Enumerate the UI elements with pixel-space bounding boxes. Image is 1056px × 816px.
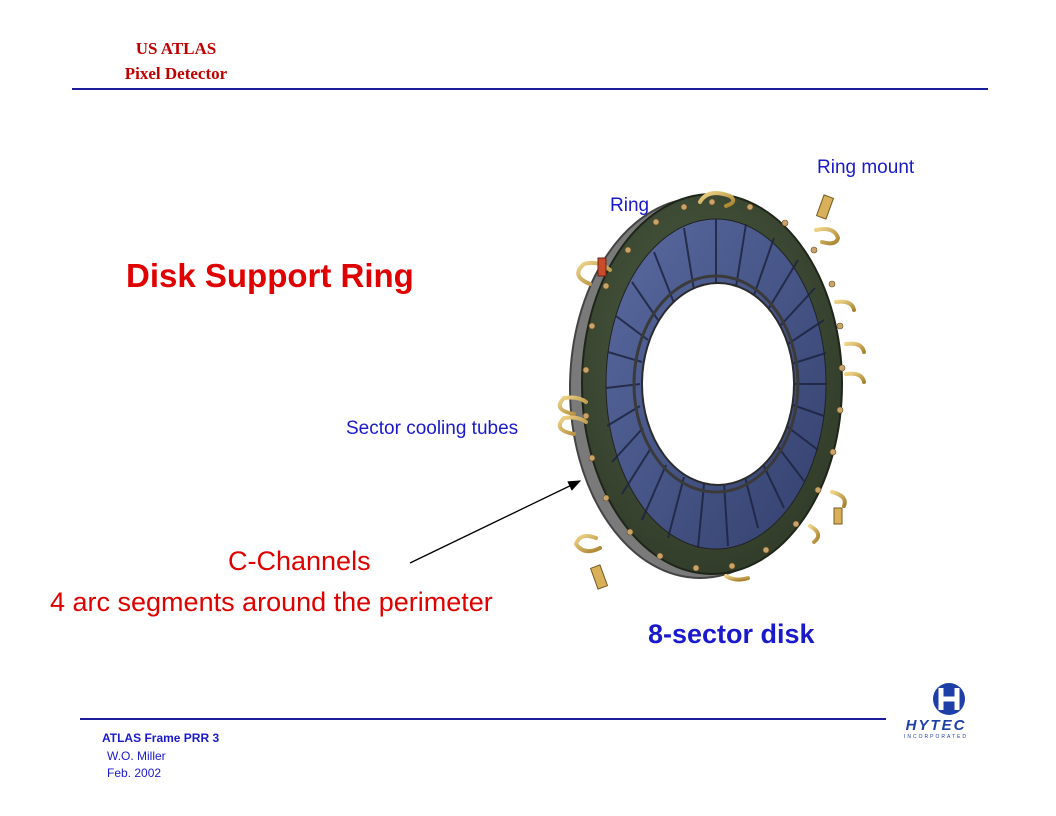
hytec-emblem-icon [933, 683, 965, 715]
footer-rule [80, 718, 886, 720]
header-rule [72, 88, 988, 90]
cooling-tubes-label: Sector cooling tubes [346, 418, 519, 439]
hytec-logo: HYTEC INCORPORATED [904, 683, 968, 740]
ring-label: Ring [610, 195, 650, 216]
footer-author: W.O. Miller [107, 749, 166, 763]
disk-support-ring-illustration [557, 191, 866, 590]
ring-mount-label: Ring mount [817, 157, 915, 178]
arc-segments-label: 4 arc segments around the perimeter [50, 587, 493, 617]
footer-date: Feb. 2002 [107, 766, 162, 780]
footer-project: ATLAS Frame PRR 3 [102, 731, 220, 745]
hytec-logo-subtext: INCORPORATED [904, 734, 968, 740]
slide-title: Disk Support Ring [126, 257, 414, 294]
hytec-logo-text: HYTEC [906, 717, 967, 734]
header-title-line1: US ATLAS [135, 39, 217, 58]
disk-label: 8-sector disk [648, 619, 815, 649]
c-channels-label: C-Channels [228, 546, 371, 576]
header-title-line2: Pixel Detector [124, 64, 228, 83]
